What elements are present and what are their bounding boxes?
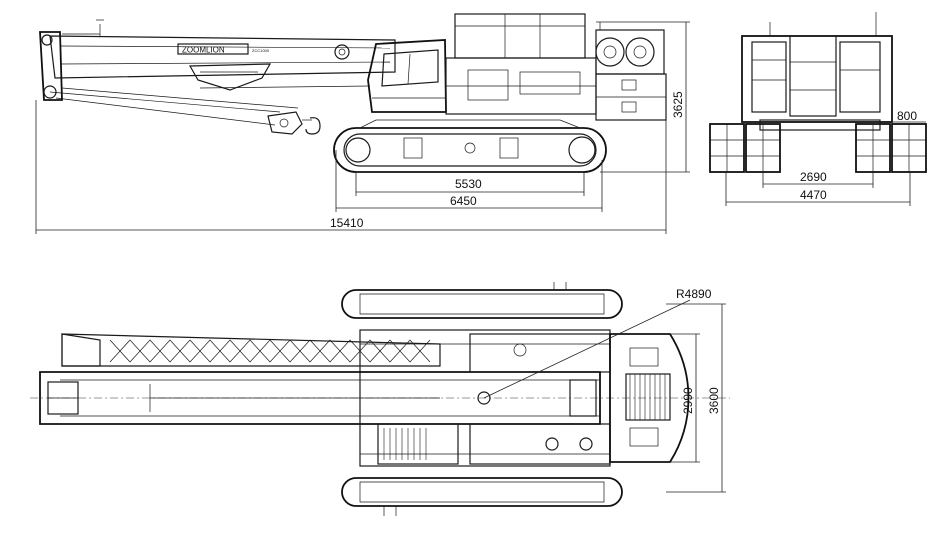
boom-brand-label: ZOOMLION — [182, 46, 225, 55]
dim-tail-radius: R4890 — [676, 287, 712, 301]
superstructure — [445, 13, 667, 121]
dim-overall-track: 6450 — [450, 194, 477, 208]
dim-track-length: 5530 — [455, 177, 482, 191]
dim-overall-length: 15410 — [330, 216, 364, 230]
side-dimensions: 3625 5530 6450 15410 — [35, 21, 690, 234]
counterweight-top — [609, 333, 690, 463]
boom: ZOOMLION ZCC1000 — [39, 19, 396, 135]
cab-grille — [383, 428, 427, 460]
dim-outer-width: 3600 — [707, 387, 721, 414]
dim-height: 3625 — [671, 91, 685, 118]
boom-model-label: ZCC1000 — [252, 48, 270, 53]
rear-view: 800 2690 4470 — [709, 12, 927, 206]
lattice-jib — [61, 333, 441, 367]
rear-right-track — [855, 123, 927, 173]
dim-track-width: 800 — [897, 109, 917, 123]
operator-cab — [367, 39, 447, 113]
side-view: ZOOMLION ZCC1000 — [35, 13, 690, 234]
crawler-track-side — [333, 119, 607, 173]
top-view: R4890 2990 3600 — [30, 282, 730, 516]
top-upper-track — [341, 282, 623, 319]
top-lower-track — [341, 477, 623, 516]
dim-track-gauge: 2690 — [800, 170, 827, 184]
dim-overall-width: 4470 — [800, 188, 827, 202]
dim-inner-width: 2990 — [681, 387, 695, 414]
rear-left-track — [709, 123, 781, 173]
